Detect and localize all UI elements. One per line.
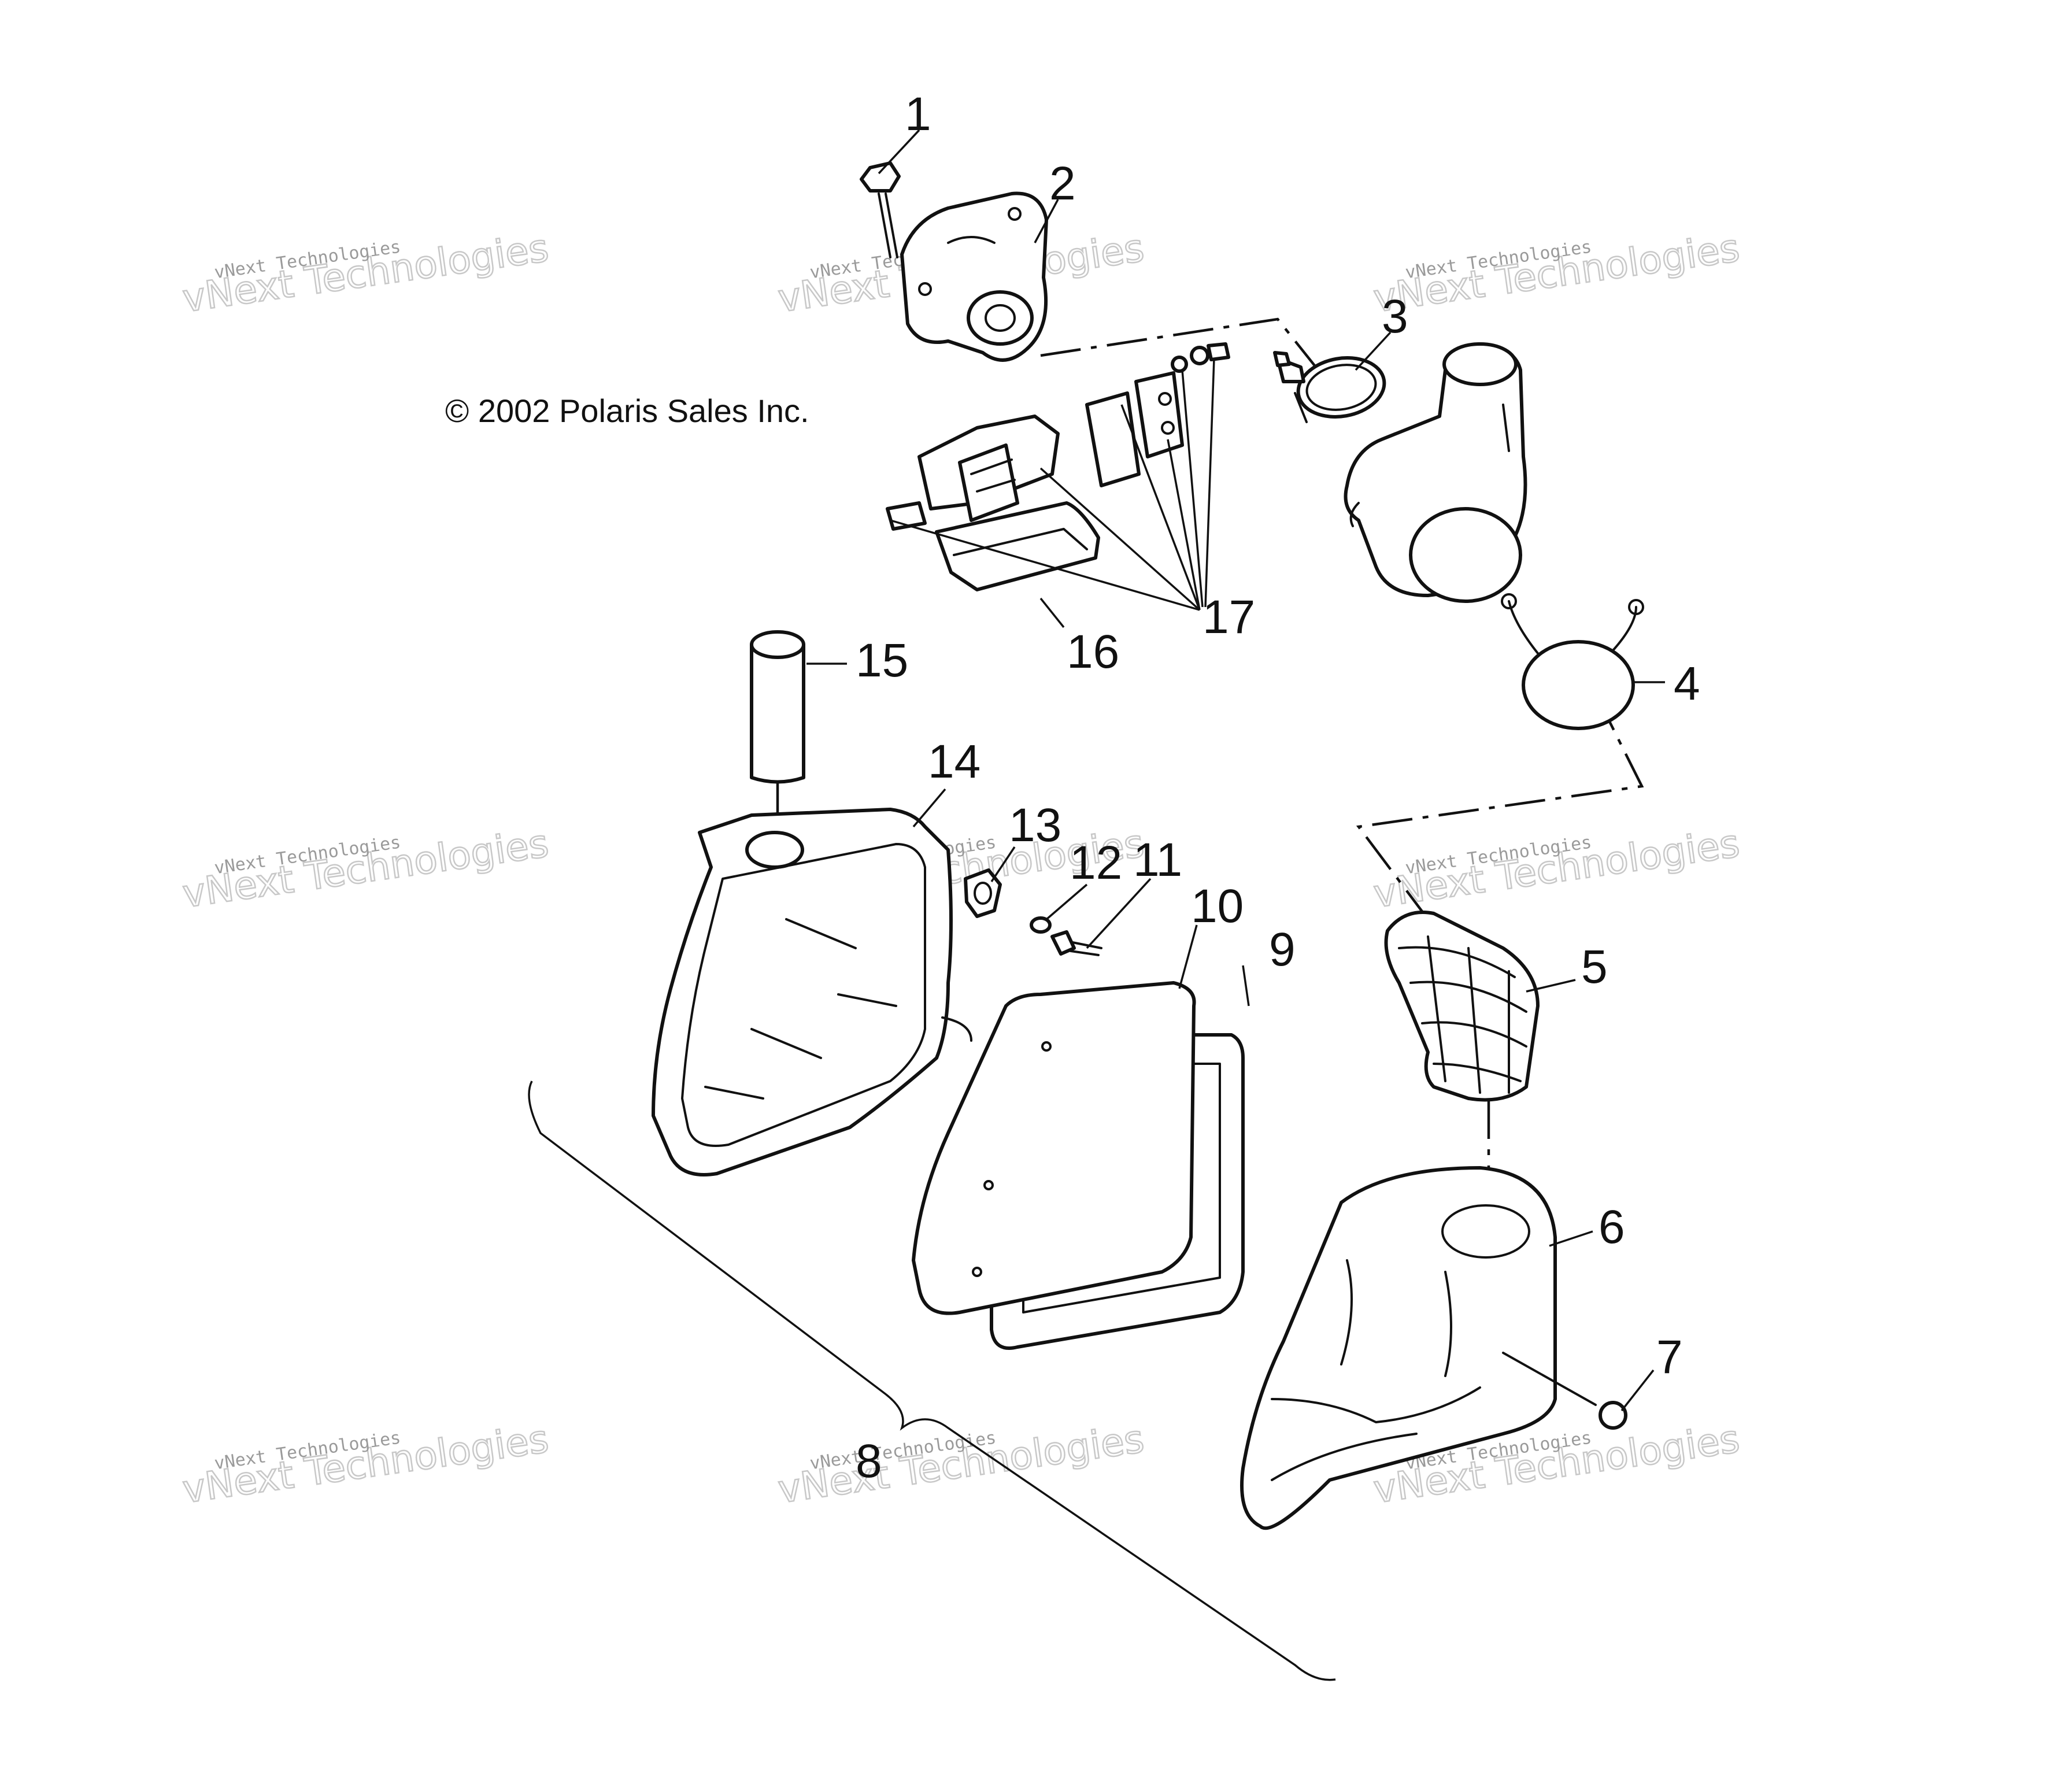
part-5-flame-arrestor xyxy=(1384,911,1540,1102)
callout-12: 12 xyxy=(1070,837,1122,889)
watermark-r2c1: vNext Technologies vNext Technologies xyxy=(179,820,552,917)
callout-16: 16 xyxy=(1067,626,1119,678)
callout-1: 1 xyxy=(905,88,931,140)
part-12-washer xyxy=(1030,916,1052,934)
watermark-r2c3: vNext Technologies vNext Technologies xyxy=(1370,820,1743,917)
part-11-screw xyxy=(1050,930,1102,956)
part-2-throttle-housing xyxy=(900,191,1048,362)
part-14-upper-airbox xyxy=(652,808,972,1176)
callout-11: 11 xyxy=(1133,834,1182,886)
part-1-bolt xyxy=(860,161,901,258)
part-4-spring-clamp xyxy=(1501,593,1644,730)
part-15-tube xyxy=(750,630,805,784)
callout-7: 7 xyxy=(1656,1331,1683,1383)
leader-lines xyxy=(806,129,1665,1412)
watermark-r1c1: vNext Technologies vNext Technologies xyxy=(179,225,552,322)
callout-3: 3 xyxy=(1382,290,1408,343)
watermark-r3c2: vNext Technologies vNext Technologies xyxy=(775,1416,1148,1513)
watermark-r3c1: vNext Technologies vNext Technologies xyxy=(179,1416,552,1513)
callout-14: 14 xyxy=(928,735,980,788)
copyright-text: © 2002 Polaris Sales Inc. xyxy=(445,393,809,429)
callout-9: 9 xyxy=(1269,923,1296,976)
callout-labels: 1 2 3 4 5 6 7 8 9 10 11 12 13 14 15 16 1… xyxy=(856,88,1700,1488)
part-10-filter-element xyxy=(912,981,1196,1315)
callout-15: 15 xyxy=(856,634,908,687)
part-3-hose-clamp xyxy=(1273,351,1386,423)
callout-2: 2 xyxy=(1049,157,1076,210)
callout-10: 10 xyxy=(1191,880,1244,933)
part-6-lower-airbox xyxy=(1240,1166,1557,1530)
callout-5: 5 xyxy=(1581,941,1608,993)
intake-elbow xyxy=(1344,342,1527,603)
watermark-r1c3: vNext Technologies vNext Technologies xyxy=(1370,225,1743,322)
callout-6: 6 xyxy=(1599,1201,1625,1253)
callout-4: 4 xyxy=(1674,657,1700,710)
part-7-screw xyxy=(1502,1352,1627,1430)
part-16-reed-gasket xyxy=(935,501,1100,591)
callout-17: 17 xyxy=(1202,591,1255,643)
part-17-reed-valve xyxy=(886,342,1230,531)
callout-8: 8 xyxy=(856,1435,882,1488)
callout-13: 13 xyxy=(1009,799,1061,852)
assembly-8-bracket xyxy=(528,1081,1336,1681)
